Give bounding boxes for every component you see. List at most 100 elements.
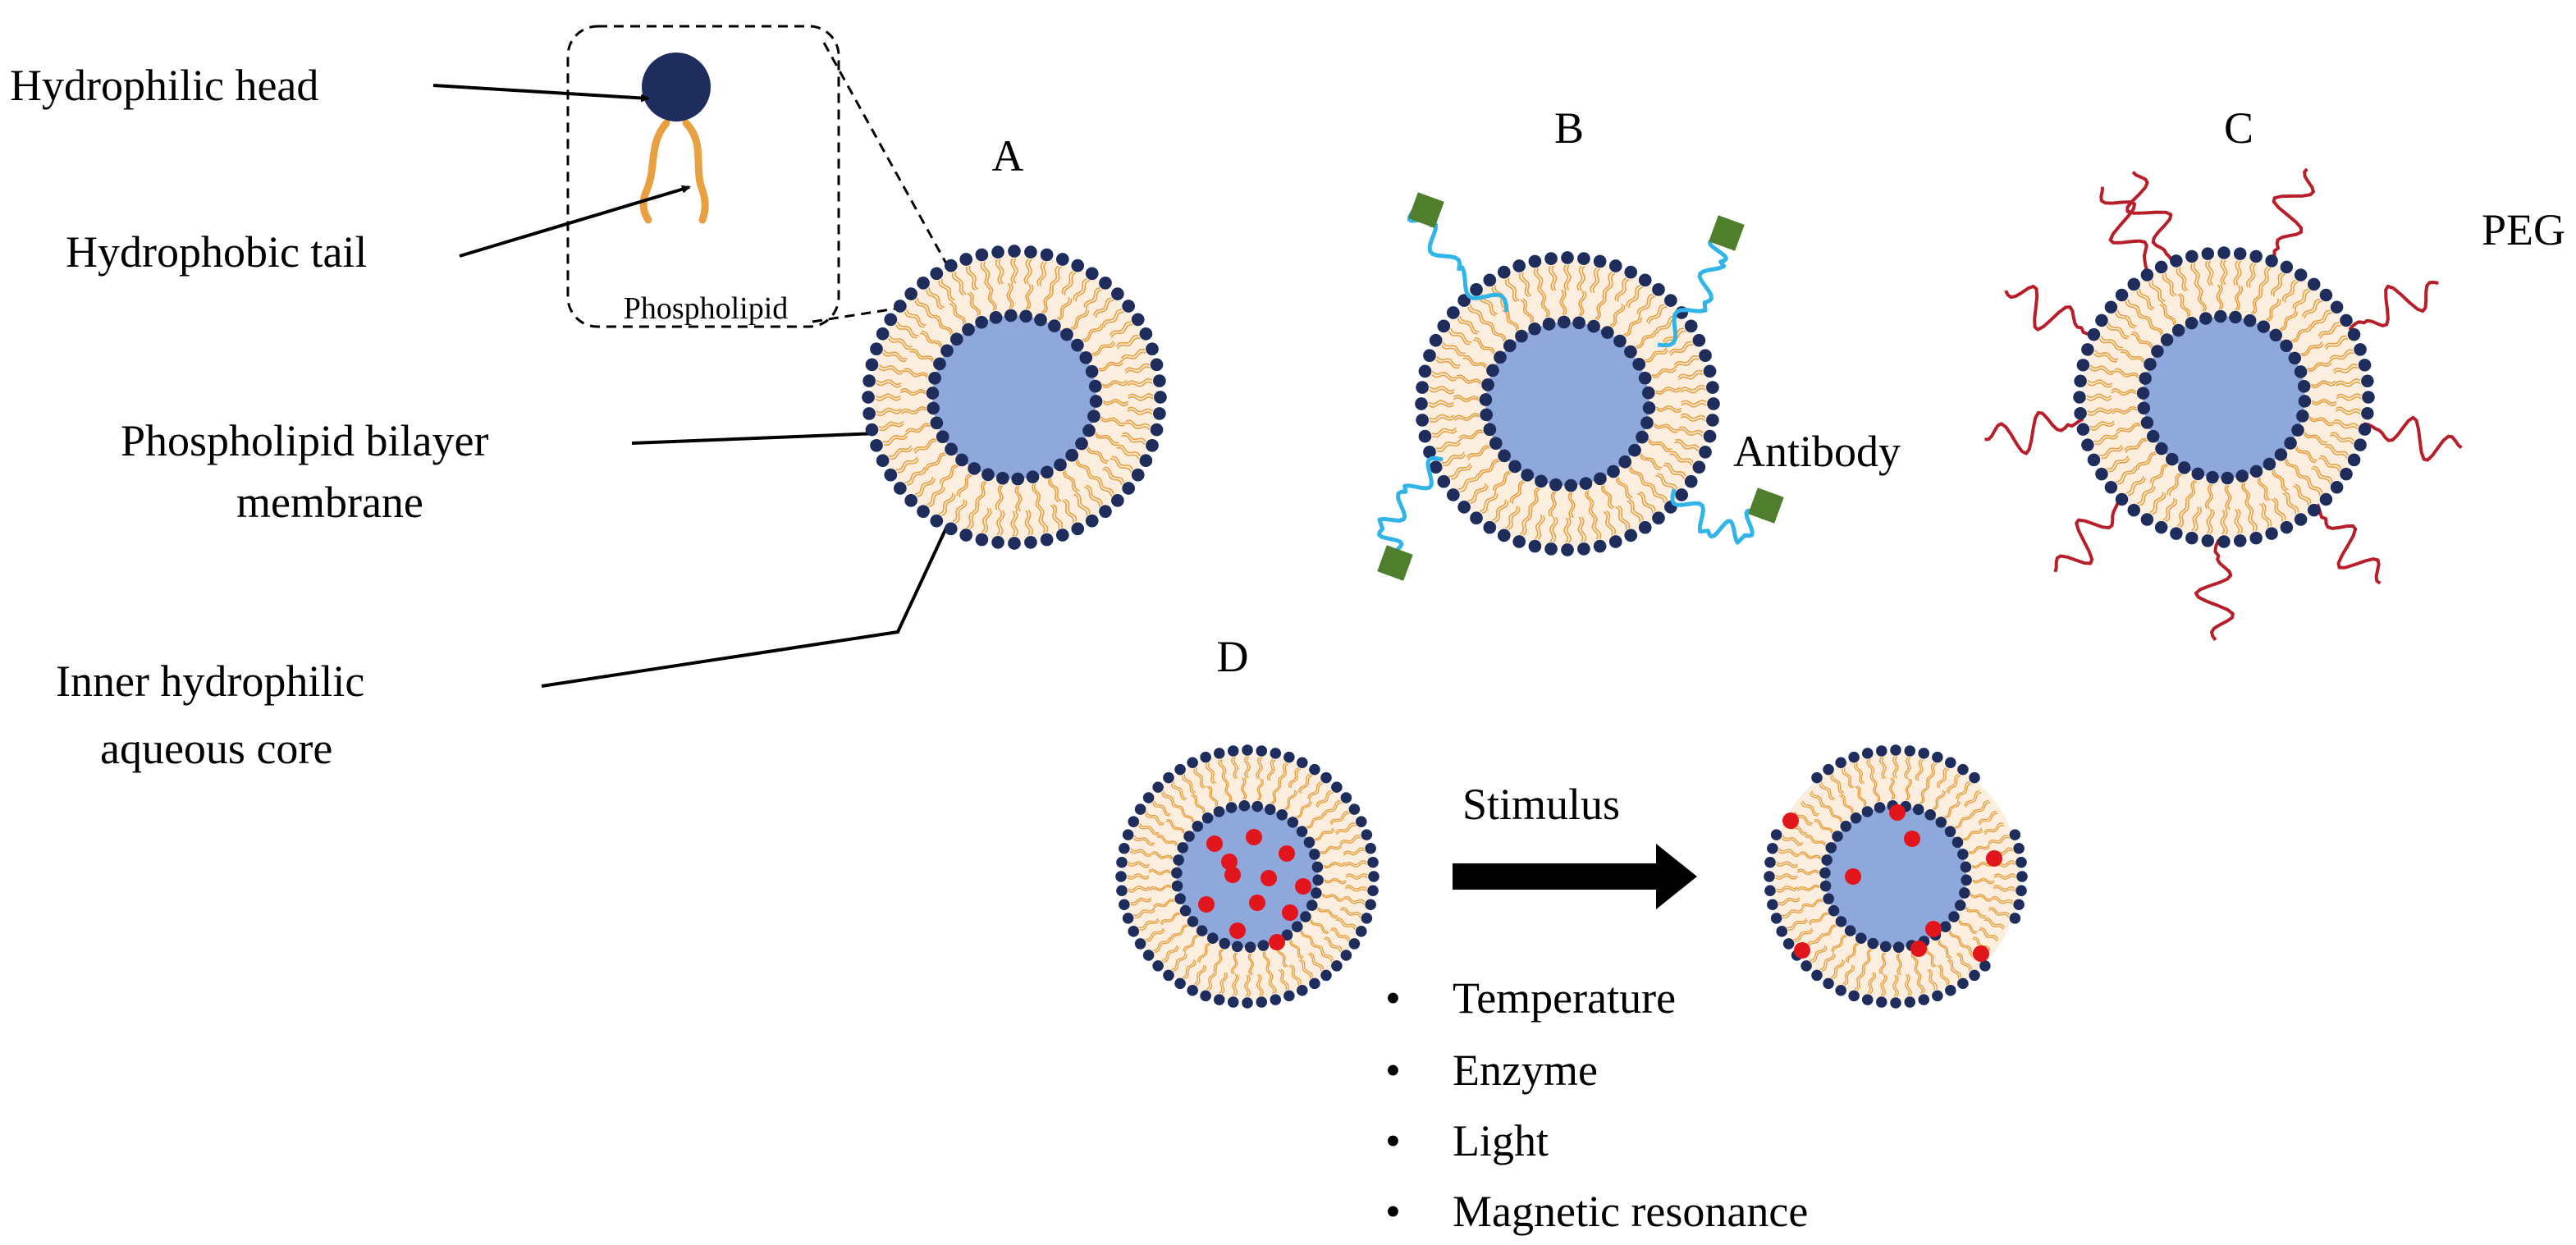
inner-head [1594,472,1607,486]
drug-molecule [1904,831,1920,847]
outer-head [1340,792,1352,803]
outer-head [1116,856,1128,868]
drug-molecule [1261,870,1277,886]
inner-head [1944,826,1956,837]
outer-head [2115,492,2129,506]
outer-head [944,522,958,536]
liposome-d-release-group [1764,744,2028,1009]
outer-head [1811,771,1823,784]
inner-head [1912,803,1924,816]
inner-head [2166,452,2179,466]
outer-head [1932,751,1943,763]
outer-head [1692,460,1706,474]
outer-head [1624,529,1638,542]
inner-head [1011,472,1025,486]
outer-head [1242,744,1253,756]
inner-head [1819,867,1831,879]
inner-head [1192,821,1204,832]
inset-zoom-line-top [822,42,952,272]
drug-molecule [1198,896,1215,913]
outer-head [1040,533,1054,547]
outer-head [1163,969,1174,982]
inner-head [962,323,975,336]
outer-head [1115,871,1127,882]
inner-head [1041,465,1054,479]
outer-head [1152,960,1164,972]
inner-head [968,462,981,475]
inner-head [1082,423,1096,437]
inner-head [1503,339,1517,353]
outer-head [2170,527,2183,540]
inner-head [1071,338,1084,352]
inner-head [1642,401,1656,414]
outer-head [1416,381,1429,394]
inner-head [1231,941,1243,953]
antibody-binding-site [1748,487,1784,524]
outer-head [1470,283,1483,296]
inner-head [1244,941,1256,953]
outer-head [894,482,907,495]
inner-head [1819,880,1832,892]
outer-head [1703,429,1717,443]
inner-head [2191,467,2205,481]
inner-head [1296,826,1308,837]
outer-head [1652,283,1665,296]
inner-head [1201,812,1214,824]
outer-head [1593,254,1607,268]
inner-head [1276,809,1288,821]
outer-head [2294,268,2308,281]
outer-head [1085,267,1099,281]
inner-head [981,468,995,482]
inner-head [930,416,944,430]
outer-head [1142,950,1155,961]
stimulus-item: Light [1453,1116,1549,1165]
outer-head [1142,792,1155,803]
outer-head [2016,871,2028,882]
outer-head [1146,438,1159,452]
inner-head [2146,429,2160,443]
outer-head [1706,381,1719,394]
inner-head [2263,457,2276,471]
outer-head [1365,842,1376,854]
inner-head [1019,309,1032,323]
outer-head [1875,745,1887,757]
outer-head [1423,349,1436,363]
outer-head [1969,771,1980,784]
drug-molecule [1246,829,1262,845]
inner-head [1835,916,1847,927]
outer-head [1128,926,1140,937]
inner-head [1480,408,1494,422]
drug-molecule [1910,941,1927,957]
inner-head [2257,320,2271,333]
outer-head [1122,300,1135,313]
inner-head [2140,416,2154,429]
outer-head [1355,926,1367,937]
outer-head [2074,406,2087,420]
outer-head [1638,520,1652,534]
stimulus-bullet: • [1385,1116,1401,1165]
inner-head [2229,310,2242,324]
outer-head [1932,990,1943,1002]
inner-head [1173,854,1184,866]
outer-head [1979,960,1991,972]
outer-head [1331,960,1343,972]
outer-head [1957,763,1969,776]
outer-head [1764,871,1775,882]
inner-head [2137,401,2151,414]
outer-head [862,407,876,420]
outer-head [2127,503,2141,517]
outer-head [1528,254,1542,268]
hydrophobic-tails [2086,259,2362,535]
inner-head [1054,458,1067,472]
outer-head [1213,748,1225,759]
hydrophobic-tails [1127,756,1368,997]
outer-head [1776,926,1788,937]
outer-head [884,313,898,327]
antibody-ligands [1377,192,1784,581]
outer-head [1497,529,1511,542]
inner-head [1959,887,1970,899]
inner-head [2298,395,2312,408]
outer-head [862,391,875,404]
outer-head [1577,542,1590,556]
